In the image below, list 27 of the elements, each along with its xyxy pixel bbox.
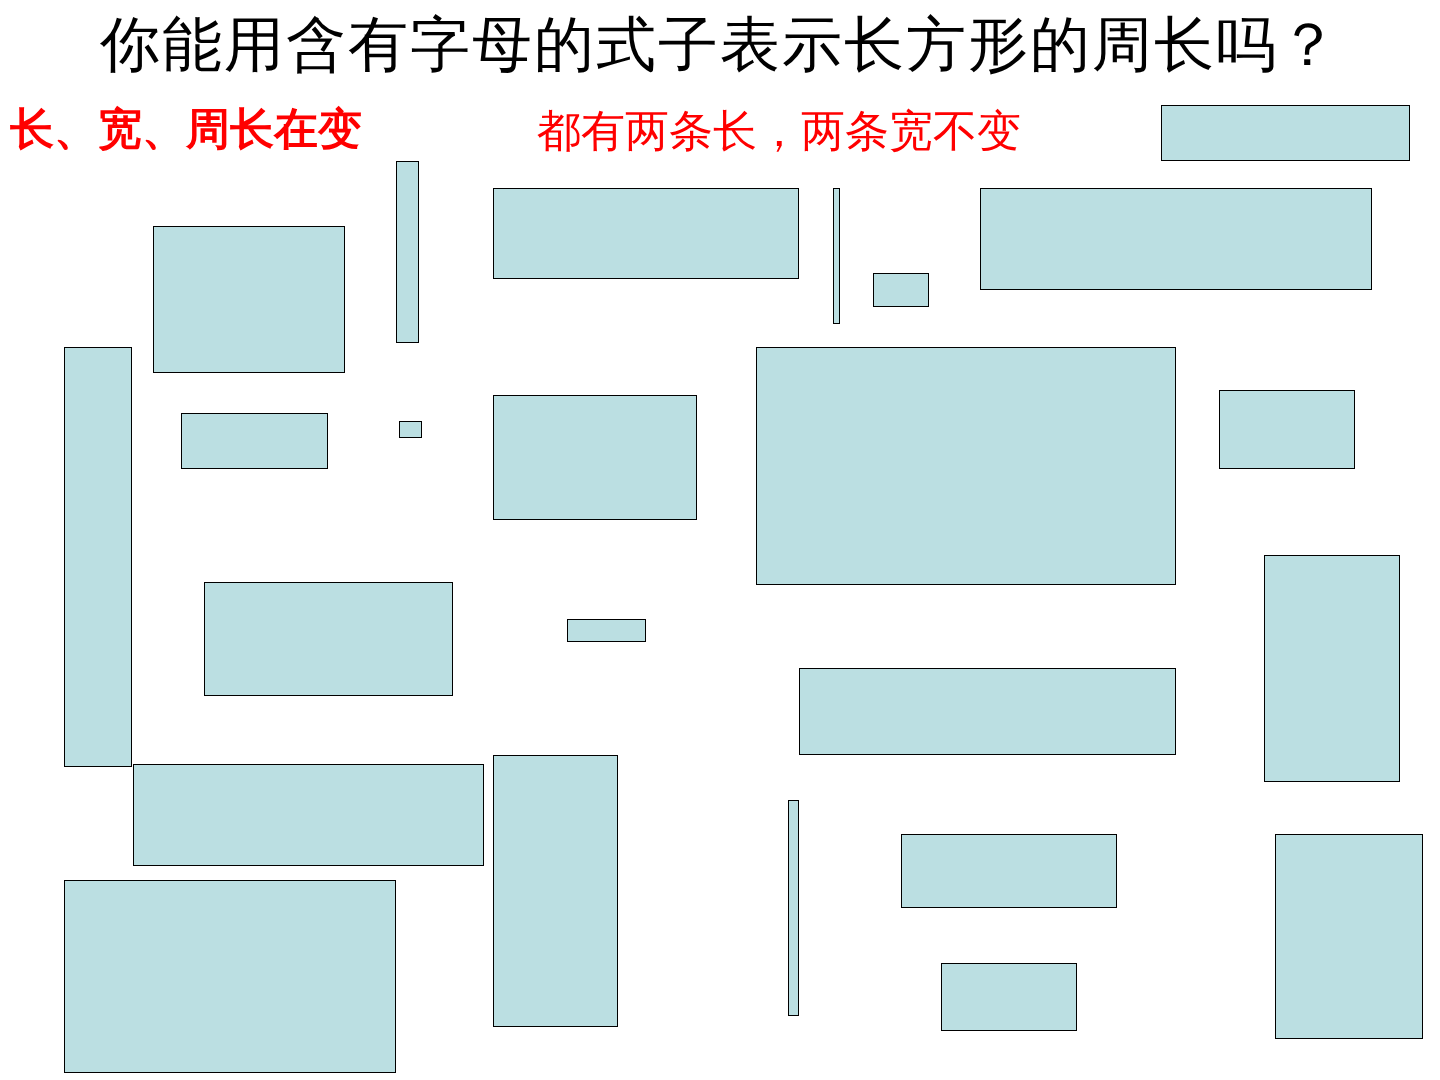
rectangle <box>1264 555 1400 782</box>
rectangle <box>901 834 1117 908</box>
rectangle <box>1161 105 1410 161</box>
rectangle <box>64 347 132 767</box>
rectangle <box>493 755 618 1027</box>
rectangle <box>833 188 840 324</box>
rectangle <box>1275 834 1423 1039</box>
rectangle <box>980 188 1372 290</box>
rectangle <box>181 413 328 469</box>
rectangle <box>133 764 484 866</box>
rectangle <box>396 161 419 343</box>
title: 你能用含有字母的式子表示长方形的周长吗？ <box>99 10 1341 79</box>
rectangle <box>64 880 396 1073</box>
heading-note: 长、宽、周长在变 <box>10 104 362 155</box>
rectangle <box>756 347 1176 585</box>
rectangle <box>153 226 345 373</box>
rectangle <box>204 582 453 696</box>
rectangle <box>941 963 1077 1031</box>
rectangle <box>399 421 422 438</box>
rectangle <box>493 395 697 520</box>
rectangle <box>799 668 1176 755</box>
rectangle <box>1219 390 1355 469</box>
rectangle <box>567 619 646 642</box>
rectangle <box>873 273 929 307</box>
rectangle <box>493 188 799 279</box>
rectangle <box>788 800 799 1016</box>
note: 都有两条长，两条宽不变 <box>537 106 1021 157</box>
